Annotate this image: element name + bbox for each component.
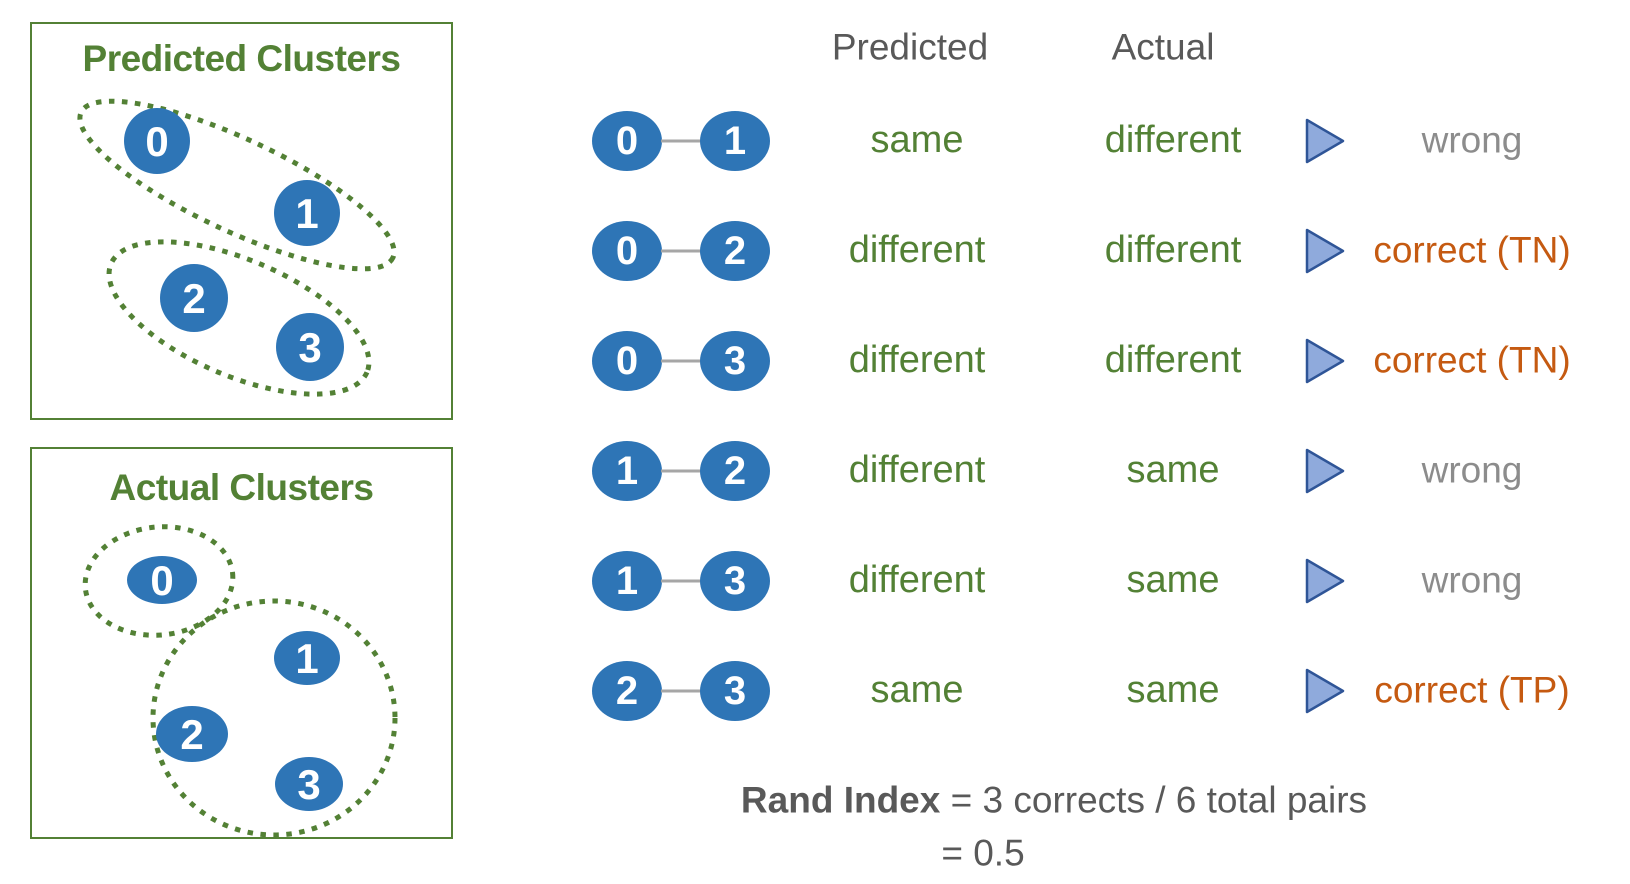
predicted-clusters-drawing: 0 1 2 3 xyxy=(77,98,397,397)
predicted-value: same xyxy=(870,119,964,162)
actual-node-2 xyxy=(156,706,228,762)
pair-connector-line xyxy=(661,359,701,363)
actual-value: different xyxy=(1104,229,1242,272)
arrow-right-icon xyxy=(1305,448,1345,494)
predicted-value: different xyxy=(848,229,986,272)
pair-node: 0 xyxy=(592,221,662,281)
actual-cluster-ellipse-0 xyxy=(82,524,236,638)
pair-node: 0 xyxy=(592,331,662,391)
actual-clusters-box: Actual Clusters 0 1 2 3 xyxy=(30,447,453,839)
actual-node-1 xyxy=(274,631,340,685)
actual-node-3 xyxy=(275,757,343,811)
actual-value: different xyxy=(1104,339,1242,382)
predicted-cluster-ellipse-23 xyxy=(106,239,372,397)
arrow-right-icon xyxy=(1305,338,1345,384)
arrow-right-icon xyxy=(1305,228,1345,274)
predicted-clusters-box: Predicted Clusters 0 1 2 3 xyxy=(30,22,453,420)
rand-index-result: = 0.5 xyxy=(941,832,1025,874)
predicted-node-2 xyxy=(160,264,228,332)
actual-cluster-ellipse-123 xyxy=(150,598,398,837)
pair-node: 1 xyxy=(700,111,770,171)
pair-node: 0 xyxy=(592,111,662,171)
predicted-value: same xyxy=(870,669,964,712)
actual-clusters-drawing: 0 1 2 3 xyxy=(82,524,398,837)
actual-value: same xyxy=(1126,669,1220,712)
result-label: correct (TN) xyxy=(1373,339,1571,381)
pair-node: 1 xyxy=(592,441,662,501)
arrow-right-icon xyxy=(1305,558,1345,604)
pair-node: 3 xyxy=(700,661,770,721)
pair-connector-line xyxy=(661,579,701,583)
pair-connector-line xyxy=(661,689,701,693)
predicted-cluster-ellipse-01 xyxy=(77,98,397,272)
rand-index-expression: = 3 corrects / 6 total pairs xyxy=(940,779,1368,821)
actual-clusters-title: Actual Clusters xyxy=(109,467,374,508)
arrow-right-icon xyxy=(1305,118,1345,164)
result-label: correct (TN) xyxy=(1373,229,1571,271)
predicted-node-3 xyxy=(276,313,344,381)
rand-index-label: Rand Index xyxy=(740,779,941,821)
pair-connector-line xyxy=(661,469,701,473)
predicted-node-0-label: 0 xyxy=(145,118,168,165)
predicted-node-3-label: 3 xyxy=(298,324,321,371)
pair-node: 2 xyxy=(700,441,770,501)
predicted-value: different xyxy=(848,339,986,382)
predicted-value: different xyxy=(848,449,986,492)
actual-column-header: Actual xyxy=(1111,26,1215,68)
actual-node-0-label: 0 xyxy=(150,557,173,604)
predicted-column-header: Predicted xyxy=(831,26,989,68)
actual-node-2-label: 2 xyxy=(180,711,203,758)
pair-node: 3 xyxy=(700,331,770,391)
pair-node: 2 xyxy=(700,221,770,281)
predicted-value: different xyxy=(848,559,986,602)
predicted-node-0 xyxy=(124,108,190,174)
actual-value: different xyxy=(1104,119,1242,162)
result-label: correct (TP) xyxy=(1374,669,1570,711)
pair-node: 2 xyxy=(592,661,662,721)
arrow-right-icon xyxy=(1305,668,1345,714)
actual-node-3-label: 3 xyxy=(297,761,320,808)
pair-node: 1 xyxy=(592,551,662,611)
actual-node-0 xyxy=(127,556,197,604)
actual-node-1-label: 1 xyxy=(295,635,318,682)
result-label: wrong xyxy=(1421,449,1523,491)
actual-value: same xyxy=(1126,559,1220,602)
predicted-node-1-label: 1 xyxy=(295,190,318,237)
pair-connector-line xyxy=(661,139,701,143)
pair-connector-line xyxy=(661,249,701,253)
rand-index-formula: Rand Index = 3 corrects / 6 total pairs xyxy=(654,782,1454,819)
actual-value: same xyxy=(1126,449,1220,492)
result-label: wrong xyxy=(1421,119,1523,161)
pair-node: 3 xyxy=(700,551,770,611)
predicted-node-1 xyxy=(274,180,340,246)
result-label: wrong xyxy=(1421,559,1523,601)
predicted-node-2-label: 2 xyxy=(182,275,205,322)
predicted-clusters-title: Predicted Clusters xyxy=(82,38,401,79)
